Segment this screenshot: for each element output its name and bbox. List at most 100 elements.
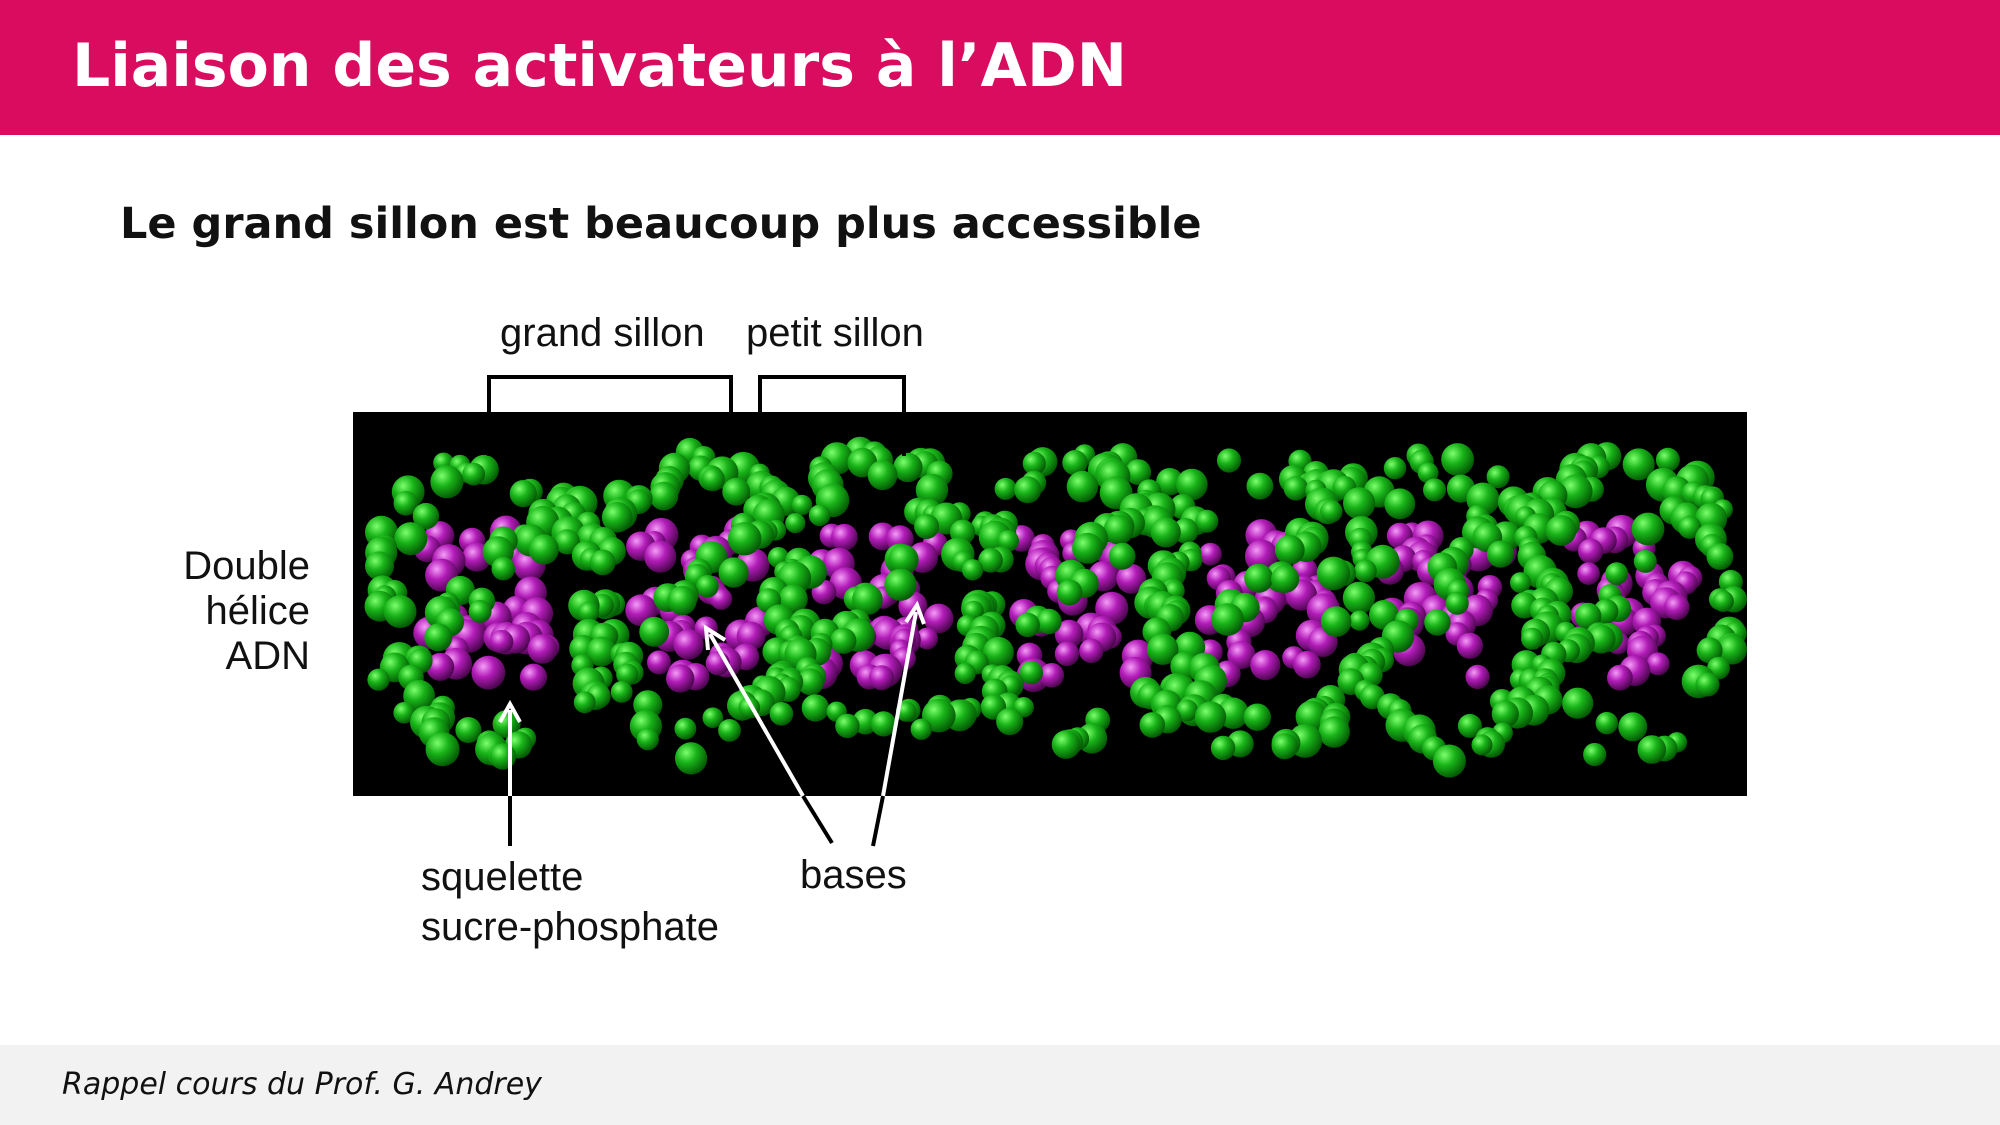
base-atom bbox=[916, 627, 938, 650]
backbone-atom bbox=[455, 717, 482, 743]
base-atom bbox=[1664, 594, 1690, 621]
backbone-atom bbox=[728, 522, 762, 556]
backbone-atom bbox=[1417, 462, 1439, 484]
major-groove-bracket bbox=[487, 375, 733, 456]
backbone-atom bbox=[1343, 487, 1376, 520]
backbone-atom bbox=[1019, 660, 1043, 685]
backbone-atom bbox=[425, 732, 460, 767]
double-helix-label-line: Double bbox=[183, 544, 310, 588]
backbone-atom bbox=[1014, 476, 1042, 504]
backbone-atom bbox=[1211, 603, 1244, 636]
bases-pointer-line-2 bbox=[871, 795, 885, 847]
backbone-atom bbox=[462, 462, 486, 486]
backbone-atom bbox=[430, 465, 464, 499]
backbone-atom bbox=[1558, 474, 1593, 509]
backbone-atom bbox=[997, 530, 1019, 552]
base-atom bbox=[1079, 638, 1104, 664]
backbone-atom bbox=[1562, 687, 1594, 719]
double-helix-label-line: hélice bbox=[205, 589, 310, 633]
footer-credit: Rappel cours du Prof. G. Andrey bbox=[62, 1067, 542, 1102]
backbone-atom bbox=[791, 494, 813, 516]
backbone-atom bbox=[1486, 540, 1515, 568]
backbone-atom bbox=[554, 529, 580, 555]
backbone-atom bbox=[1320, 500, 1343, 523]
backbone-atom bbox=[870, 711, 897, 737]
backbone-atom bbox=[696, 574, 719, 598]
base-atom bbox=[673, 629, 704, 660]
backbone-atom bbox=[674, 717, 697, 740]
backbone-atom bbox=[1072, 532, 1104, 564]
backbone-atom bbox=[978, 548, 1003, 573]
backbone-atom bbox=[722, 477, 751, 506]
bases-pointer-line-1 bbox=[801, 794, 834, 845]
backbone-atom bbox=[1583, 742, 1607, 767]
backbone-atom bbox=[835, 713, 860, 739]
backbone-atom bbox=[1271, 564, 1300, 594]
backbone-atom bbox=[1521, 627, 1544, 650]
backbone-atom bbox=[1706, 543, 1734, 570]
backbone-atom bbox=[1051, 730, 1081, 759]
backbone-atom bbox=[1316, 556, 1351, 591]
backbone-atom bbox=[808, 504, 831, 527]
double-helix-label: Double hélice ADN bbox=[110, 544, 310, 679]
backbone-atom bbox=[1471, 734, 1493, 756]
backbone-atom bbox=[492, 710, 521, 739]
backbone-atom bbox=[1595, 711, 1619, 735]
backbone-atom bbox=[468, 599, 492, 623]
backbone-atom bbox=[1342, 581, 1375, 615]
base-atom bbox=[644, 540, 677, 573]
backbone-atom bbox=[616, 663, 639, 686]
backbone-atom bbox=[1491, 700, 1519, 728]
backbone-atom bbox=[702, 707, 724, 728]
backbone-atom bbox=[1125, 459, 1152, 485]
backbone-atom bbox=[1195, 509, 1219, 533]
base-atom bbox=[1116, 563, 1147, 594]
backbone-atom bbox=[1066, 470, 1099, 503]
backbone-atom bbox=[910, 718, 932, 740]
base-atom bbox=[426, 652, 455, 681]
base-atom bbox=[489, 629, 514, 654]
base-atom bbox=[1039, 663, 1065, 688]
footer-bar: Rappel cours du Prof. G. Andrey bbox=[0, 1045, 2000, 1125]
backbone-atom bbox=[961, 559, 984, 581]
groove-brackets bbox=[487, 375, 906, 456]
backbone-atom bbox=[996, 707, 1024, 736]
backbone-atom bbox=[1441, 443, 1474, 476]
backbone-atom bbox=[610, 681, 633, 703]
base-atom bbox=[1054, 619, 1084, 649]
backbone-atom bbox=[1216, 448, 1242, 473]
backbone-atom bbox=[718, 557, 749, 588]
backbone-atom bbox=[1384, 488, 1416, 520]
base-atom bbox=[736, 621, 766, 651]
backbone-atom bbox=[589, 549, 616, 576]
backbone-atom bbox=[1432, 744, 1466, 778]
bases-arrow-line-1 bbox=[708, 633, 805, 797]
backbone-atom bbox=[1194, 701, 1227, 733]
backbone-atom bbox=[1139, 712, 1166, 738]
backbone-atom bbox=[1022, 451, 1046, 475]
backbone-atom bbox=[994, 477, 1017, 500]
backbone-label-line: sucre-phosphate bbox=[421, 905, 719, 949]
backbone-atom bbox=[1176, 699, 1199, 722]
base-atom bbox=[519, 663, 548, 691]
backbone-atom bbox=[365, 551, 394, 581]
backbone-atom bbox=[1695, 672, 1720, 697]
backbone-atom bbox=[830, 627, 857, 654]
backbone-atom bbox=[1424, 609, 1451, 636]
base-atom bbox=[527, 634, 558, 664]
backbone-atom bbox=[1717, 634, 1747, 665]
backbone-atom bbox=[1062, 450, 1088, 476]
backbone-atom bbox=[393, 491, 419, 516]
base-atom bbox=[1465, 664, 1490, 690]
backbone-atom bbox=[983, 636, 1014, 668]
backbone-atom bbox=[1354, 559, 1377, 583]
backbone-atom bbox=[1320, 606, 1352, 637]
backbone-atom bbox=[954, 662, 976, 685]
bases-arrow-head-2 bbox=[904, 600, 926, 625]
backbone-atom bbox=[675, 742, 708, 775]
base-atom bbox=[869, 665, 894, 691]
backbone-atom bbox=[394, 522, 428, 556]
backbone-atom bbox=[1574, 602, 1602, 630]
backbone-atom bbox=[601, 502, 633, 533]
backbone-atom bbox=[1147, 633, 1179, 665]
